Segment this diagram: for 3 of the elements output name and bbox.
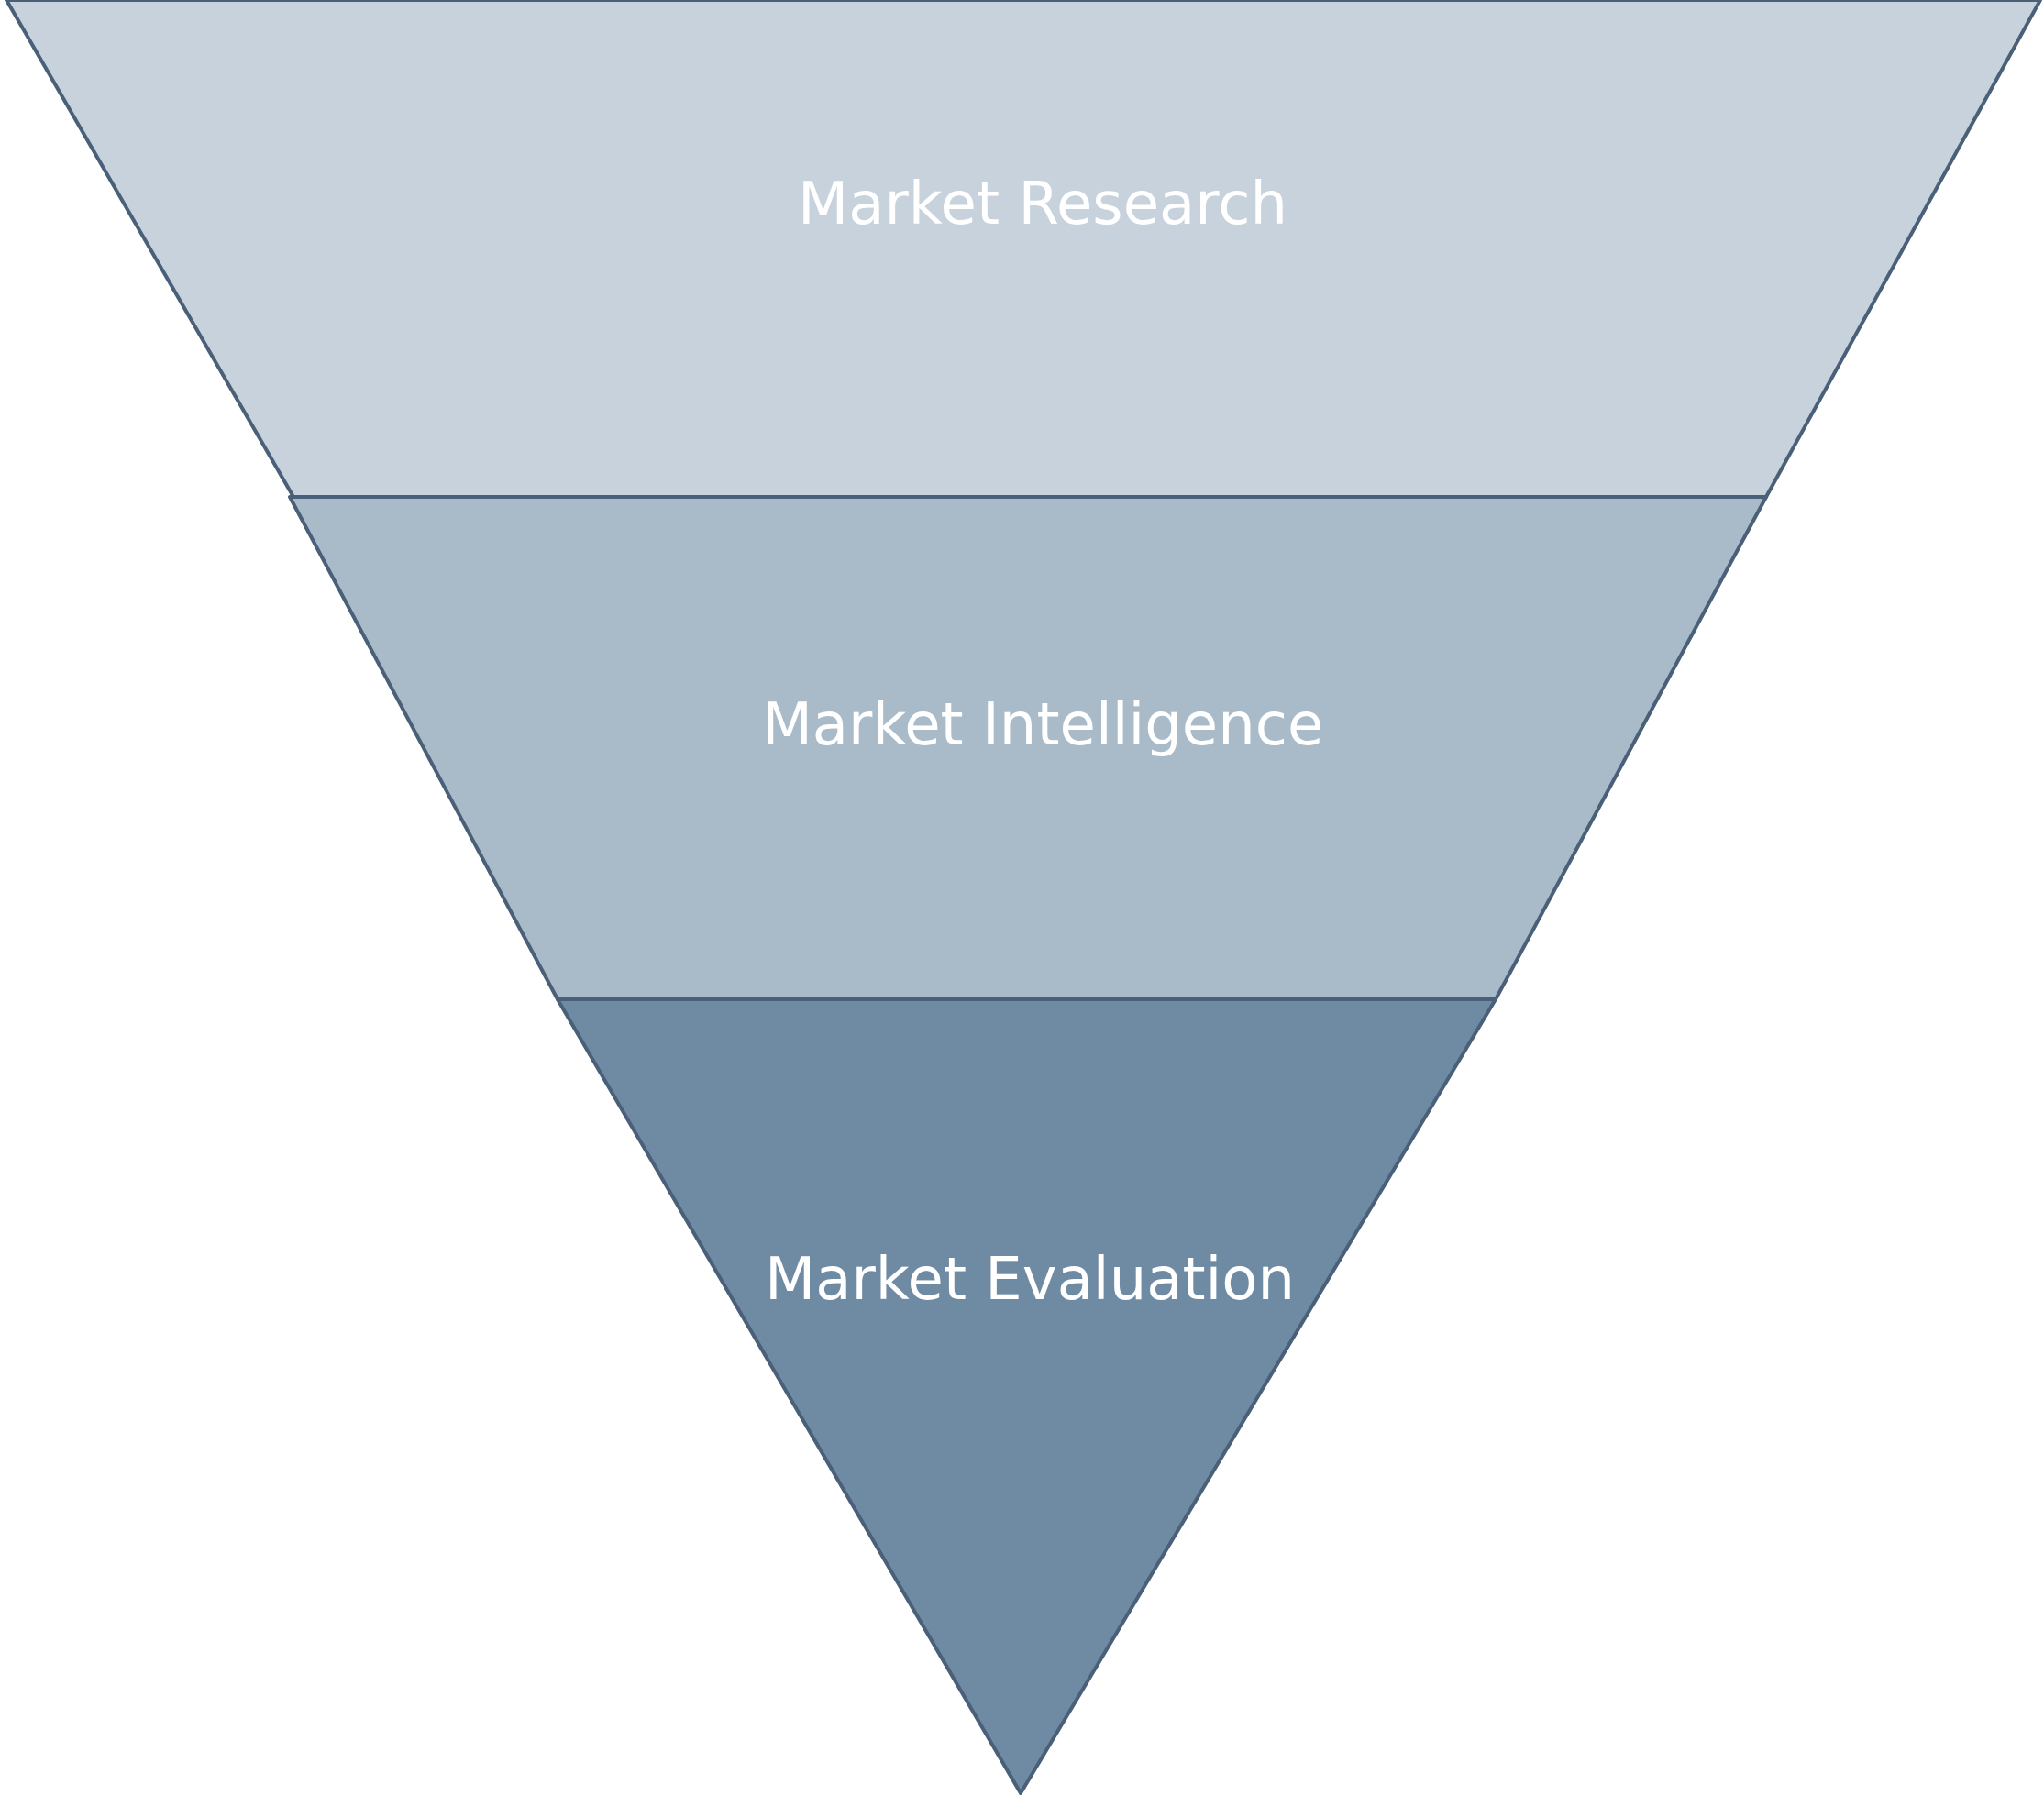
segment-label: Market Intelligence [760, 689, 1325, 760]
segment-label: Market Research [797, 169, 1288, 239]
segment-label: Market Evaluation [764, 1244, 1296, 1315]
